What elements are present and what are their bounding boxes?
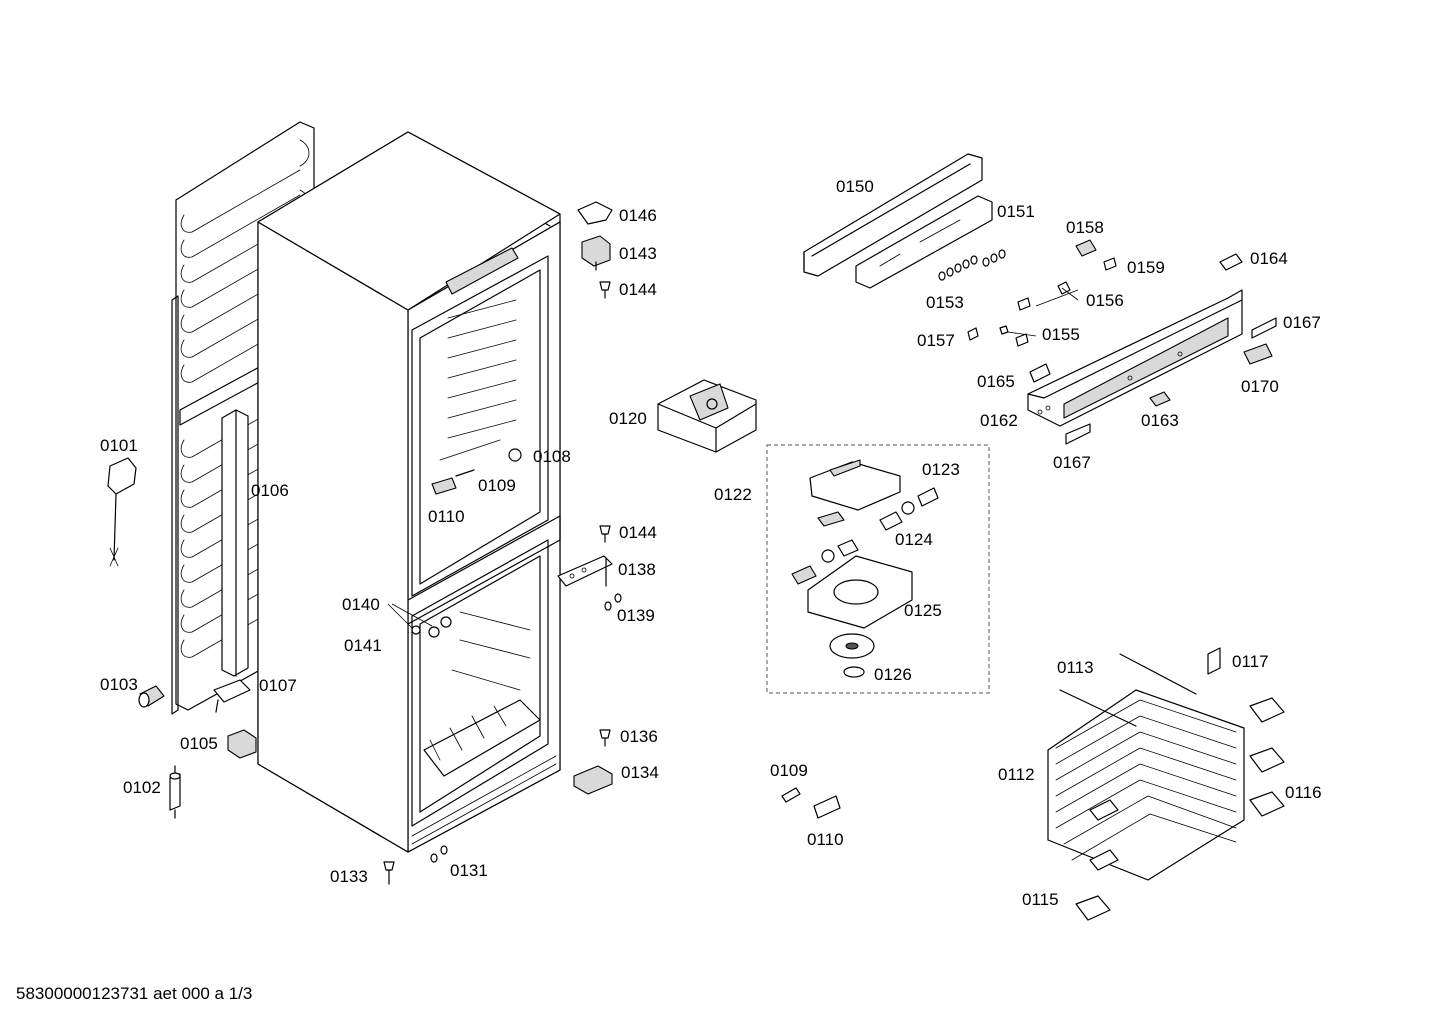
label-0138: 0138 <box>618 560 656 579</box>
small-lamps <box>967 239 1117 347</box>
label-0116: 0116 <box>1285 783 1322 802</box>
label-0144-top: 0144 <box>619 280 657 299</box>
label-0157: 0157 <box>917 331 955 350</box>
hinge-pin-bottom <box>599 729 611 747</box>
label-0150: 0150 <box>836 177 874 196</box>
label-0103: 0103 <box>100 675 138 694</box>
label-0126: 0126 <box>874 665 912 684</box>
top-hinge <box>581 235 611 271</box>
hinge-cap <box>577 201 613 225</box>
label-0105: 0105 <box>180 734 218 753</box>
label-0120: 0120 <box>609 409 647 428</box>
label-0167-top: 0167 <box>1283 313 1321 332</box>
label-0110-loose: 0110 <box>807 830 844 849</box>
label-0153: 0153 <box>926 293 964 312</box>
label-0156: 0156 <box>1086 291 1124 310</box>
label-0123: 0123 <box>922 460 960 479</box>
label-0117: 0117 <box>1232 652 1269 671</box>
label-0155: 0155 <box>1042 325 1080 344</box>
filter-drier <box>169 765 181 819</box>
part-labels: 0101 0102 0103 0105 0106 0107 0108 0109 … <box>100 177 1322 909</box>
drain-channel <box>221 409 249 677</box>
washers-bottom <box>430 845 448 863</box>
label-0131: 0131 <box>450 861 488 880</box>
buttons-row <box>938 249 1006 281</box>
label-0159: 0159 <box>1127 258 1165 277</box>
label-0108: 0108 <box>533 447 571 466</box>
label-0139: 0139 <box>617 606 655 625</box>
label-0110-cabinet: 0110 <box>428 507 465 526</box>
label-0140: 0140 <box>342 595 380 614</box>
label-0164: 0164 <box>1250 249 1288 268</box>
bracket <box>213 679 251 713</box>
label-0163: 0163 <box>1141 411 1179 430</box>
control-panel-trim <box>803 153 983 277</box>
washers-middle <box>604 593 622 611</box>
power-plug <box>107 457 137 567</box>
label-0124: 0124 <box>895 530 933 549</box>
middle-hinge <box>557 555 613 587</box>
label-0151: 0151 <box>997 202 1035 221</box>
evaporator-clips <box>1075 647 1285 921</box>
hinge-pin-middle <box>599 525 611 543</box>
drawing-reference: 58300000123731 aet 000 a 1/3 <box>16 984 252 1003</box>
label-0109-loose: 0109 <box>770 761 808 780</box>
label-0162: 0162 <box>980 411 1018 430</box>
label-0107: 0107 <box>259 676 297 695</box>
front-panel-bar <box>1027 289 1243 427</box>
label-0101: 0101 <box>100 436 138 455</box>
label-0143: 0143 <box>619 244 657 263</box>
label-0125: 0125 <box>904 601 942 620</box>
label-0133: 0133 <box>330 867 368 886</box>
door-stops <box>387 603 452 638</box>
bottom-hinge <box>573 765 613 795</box>
control-board <box>855 195 993 289</box>
label-0102: 0102 <box>123 778 161 797</box>
label-0136: 0136 <box>620 727 658 746</box>
lamp-assembly-box <box>766 444 990 694</box>
label-0112: 0112 <box>998 765 1035 784</box>
clip <box>227 729 257 759</box>
label-0115: 0115 <box>1022 890 1059 909</box>
thermostat-housing <box>657 379 757 453</box>
label-0144-middle: 0144 <box>619 523 657 542</box>
label-0106: 0106 <box>251 481 289 500</box>
label-0141: 0141 <box>344 636 382 655</box>
label-0170: 0170 <box>1241 377 1279 396</box>
lamp-parts-loose <box>781 787 841 819</box>
bushing <box>138 685 165 708</box>
label-0109-cabinet: 0109 <box>478 476 516 495</box>
label-0158: 0158 <box>1066 218 1104 237</box>
label-0165: 0165 <box>977 372 1015 391</box>
panel-clips <box>1029 253 1277 445</box>
label-0113: 0113 <box>1057 658 1094 677</box>
hinge-pin-top <box>599 281 611 299</box>
label-0146: 0146 <box>619 206 657 225</box>
lamp-parts-cabinet <box>431 448 522 495</box>
cabinet-body <box>257 131 561 853</box>
label-0134: 0134 <box>621 763 659 782</box>
evaporator-coil <box>1047 653 1245 881</box>
label-0167-bottom: 0167 <box>1053 453 1091 472</box>
label-0122: 0122 <box>714 485 752 504</box>
leveling-foot <box>383 861 395 885</box>
